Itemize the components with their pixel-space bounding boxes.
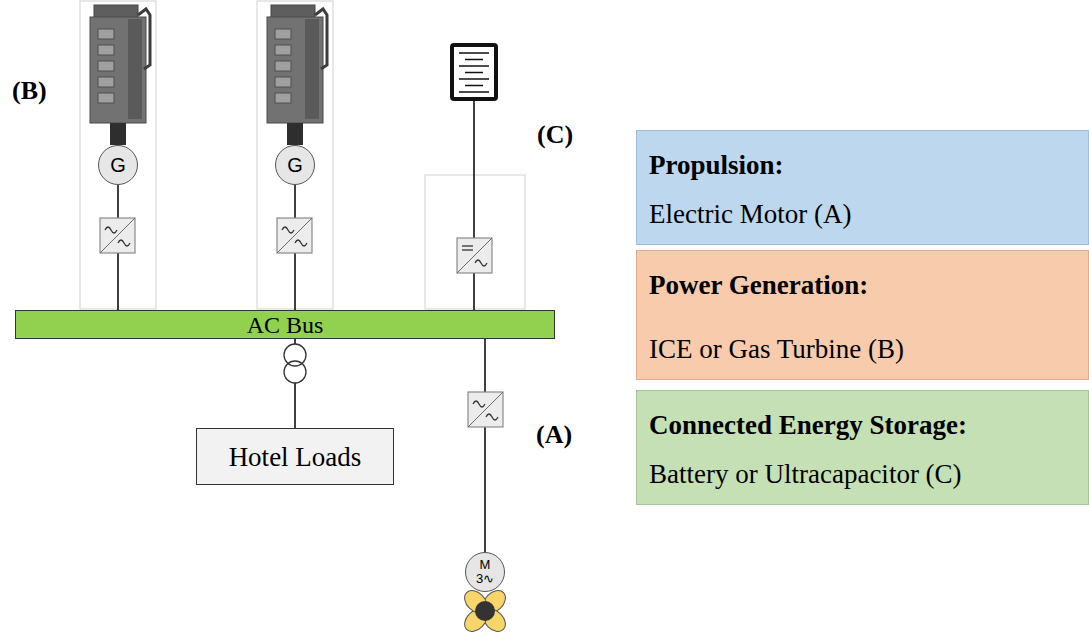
ac-bus-bar: AC Bus <box>15 310 555 339</box>
engine-icon <box>90 5 150 145</box>
info-panel: Connected Energy Storage: Battery or Ultr… <box>636 390 1089 505</box>
battery-cell <box>459 52 489 54</box>
transformer-symbol <box>284 344 306 383</box>
node-label: G <box>287 155 303 176</box>
propeller-icon <box>460 586 509 635</box>
info-panel: Power Generation: ICE or Gas Turbine (B) <box>636 250 1089 380</box>
battery-cell <box>465 85 483 87</box>
battery-cell <box>459 65 489 67</box>
node-label: G <box>110 155 126 176</box>
node-label: Hotel Loads <box>229 442 362 472</box>
battery-cell <box>465 59 483 61</box>
motor-circle: M 3∿ <box>465 552 505 592</box>
node-label: AC Bus <box>247 312 324 338</box>
generator-circle: G <box>275 145 315 185</box>
panel-body: ICE or Gas Turbine (B) <box>649 333 1076 365</box>
panel-heading: Power Generation: <box>649 269 1076 301</box>
converter-symbol <box>100 218 135 253</box>
panel-body: Battery or Ultracapacitor (C) <box>649 458 1076 490</box>
callout-label: (B) <box>12 76 47 106</box>
panel-heading: Propulsion: <box>649 149 1076 181</box>
engine-icon <box>267 5 327 145</box>
power-wire <box>484 339 486 552</box>
callout-label: (C) <box>537 120 573 150</box>
unit-frame <box>425 175 525 309</box>
converter-symbol <box>277 218 312 253</box>
load-box: Hotel Loads <box>196 428 394 485</box>
unit-frame <box>257 1 333 309</box>
panel-body: Electric Motor (A) <box>649 198 1076 230</box>
converter-symbol <box>468 392 503 427</box>
info-panel: Propulsion: Electric Motor (A) <box>636 130 1089 245</box>
unit-frame <box>80 1 156 309</box>
converter-symbol <box>457 238 492 273</box>
battery-cell <box>465 72 483 74</box>
generator-circle: G <box>98 145 138 185</box>
battery-icon <box>452 45 496 99</box>
callout-label: (A) <box>536 420 572 450</box>
battery-cell <box>459 91 489 93</box>
battery-wire <box>473 98 475 310</box>
node-label: M 3∿ <box>474 558 496 585</box>
panel-heading: Connected Energy Storage: <box>649 409 1076 441</box>
battery-cell <box>459 78 489 80</box>
